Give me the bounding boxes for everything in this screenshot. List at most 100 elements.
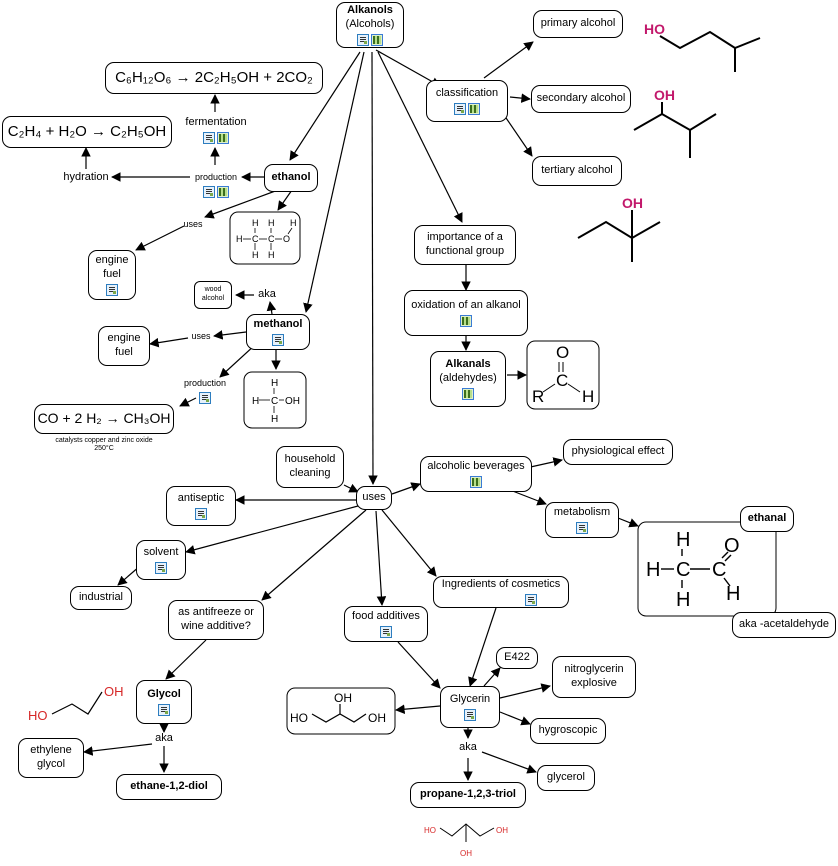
node-primary-alcohol[interactable]: primary alcohol: [533, 10, 623, 38]
node-solvent[interactable]: solvent: [136, 540, 186, 580]
node-fermentation[interactable]: fermentation: [180, 114, 252, 146]
node-methanol[interactable]: methanol: [246, 314, 310, 350]
node-household-cleaning[interactable]: household cleaning: [276, 446, 344, 488]
glycerol-structure: [439, 823, 495, 842]
node-secondary-alcohol[interactable]: secondary alcohol: [531, 85, 631, 113]
video-icon[interactable]: [217, 131, 229, 144]
node-ethanediol[interactable]: ethane-1,2-diol: [116, 774, 222, 800]
document-icon[interactable]: [380, 625, 392, 638]
document-icon[interactable]: [155, 561, 167, 574]
document-icon[interactable]: [454, 102, 466, 115]
node-alkanols[interactable]: Alkanols (Alcohols): [336, 2, 404, 48]
tertiary-oh-label: OH: [622, 195, 643, 211]
node-tertiary-alcohol[interactable]: tertiary alcohol: [532, 156, 622, 186]
document-icon[interactable]: [199, 391, 211, 404]
methanol-structure: H H C OH H: [252, 378, 300, 425]
document-icon[interactable]: [106, 283, 118, 296]
node-metabolism[interactable]: metabolism: [545, 502, 619, 538]
node-nitroglycerin[interactable]: nitroglycerin explosive: [552, 656, 636, 698]
node-acetaldehyde[interactable]: aka -acetaldehyde: [732, 612, 836, 638]
node-glycol[interactable]: Glycol: [136, 680, 192, 724]
node-aka-glycol: aka: [155, 732, 173, 745]
node-uses-ethanol[interactable]: uses: [183, 219, 203, 230]
node-uses-main[interactable]: uses: [356, 486, 392, 510]
edge-glycerin-e422: [483, 667, 501, 687]
node-glycerin[interactable]: Glycerin: [440, 686, 500, 728]
node-hydration[interactable]: hydration: [63, 171, 109, 184]
node-cosmetics[interactable]: Ingredients of cosmetics: [433, 576, 569, 608]
alkanols-sublabel: (Alcohols): [345, 18, 395, 30]
svg-text:HO: HO: [424, 826, 436, 835]
document-icon[interactable]: [525, 593, 537, 606]
node-engine-fuel-ethanol[interactable]: engine fuel: [88, 250, 136, 300]
node-e422[interactable]: E422: [496, 647, 538, 669]
svg-text:H: H: [236, 234, 243, 244]
edge-alkanols-classification: [375, 49, 441, 87]
node-classification[interactable]: classification: [426, 80, 508, 122]
svg-text:H: H: [726, 583, 740, 605]
video-icon[interactable]: [460, 314, 472, 327]
document-icon[interactable]: [464, 708, 476, 721]
node-aka-methanol: aka: [258, 288, 276, 301]
edge-aka-ethylene: [83, 743, 153, 756]
document-icon[interactable]: [576, 521, 588, 534]
node-uses-methanol[interactable]: uses: [191, 331, 211, 342]
video-icon[interactable]: [217, 185, 229, 198]
document-icon[interactable]: [158, 703, 170, 716]
node-physiological-effect[interactable]: physiological effect: [563, 439, 673, 465]
edge-aka-glycerol: [481, 751, 537, 774]
edge-ethanol-uses: [204, 189, 279, 219]
node-engine-fuel-methanol[interactable]: engine fuel: [98, 326, 150, 366]
node-propanetriol[interactable]: propane-1,2,3-triol: [410, 782, 526, 808]
node-alcoholic-beverages[interactable]: alcoholic beverages: [420, 456, 532, 492]
node-antiseptic[interactable]: antiseptic: [166, 486, 236, 526]
edge-food-glycerin: [397, 641, 441, 689]
node-antifreeze[interactable]: as antifreeze or wine additive?: [168, 600, 264, 640]
edge-glycerin-hygro: [499, 711, 531, 726]
node-ethanal[interactable]: ethanal: [740, 506, 794, 532]
svg-text:O: O: [283, 234, 290, 244]
document-icon[interactable]: [203, 131, 215, 144]
edge-methanol-uses: [213, 330, 247, 340]
video-icon[interactable]: [468, 102, 480, 115]
node-production-ethanol[interactable]: production: [190, 168, 242, 202]
edge-alkanols-methanol: [303, 51, 365, 313]
video-icon[interactable]: [462, 387, 474, 400]
node-importance[interactable]: importance of a functional group: [414, 225, 516, 265]
svg-text:C: C: [676, 559, 690, 581]
node-oxidation[interactable]: oxidation of an alkanol: [404, 290, 528, 336]
svg-text:H: H: [582, 387, 594, 406]
document-icon[interactable]: [195, 507, 207, 520]
edge-methanol-production: [219, 343, 257, 378]
video-icon[interactable]: [470, 475, 482, 488]
methanol-structure-box: [243, 371, 307, 429]
ethylene-glycol-structure: [51, 691, 103, 715]
video-icon[interactable]: [371, 33, 383, 46]
svg-text:H: H: [290, 218, 297, 228]
document-icon[interactable]: [272, 333, 284, 346]
svg-text:H: H: [676, 529, 690, 551]
node-production-methanol[interactable]: production: [180, 376, 230, 406]
svg-text:OH: OH: [460, 849, 472, 858]
node-industrial[interactable]: industrial: [70, 586, 132, 610]
node-food-additives[interactable]: food additives: [344, 606, 428, 642]
document-icon[interactable]: [203, 185, 215, 198]
ethanol-structure: H C C O H H H H H: [236, 218, 297, 260]
node-alkanals[interactable]: Alkanals (aldehydes): [430, 351, 506, 407]
node-ethanol[interactable]: ethanol: [264, 164, 318, 192]
edge-uses-cosmetics: [381, 509, 437, 577]
edge-ethanol-structure: [277, 189, 293, 211]
node-hygroscopic[interactable]: hygroscopic: [530, 718, 606, 744]
node-glycerol[interactable]: glycerol: [537, 765, 595, 791]
document-icon[interactable]: [357, 33, 369, 46]
edge-antifreeze-glycol: [165, 639, 207, 680]
node-aka-glycerin: aka: [459, 741, 477, 754]
svg-text:HO: HO: [28, 708, 48, 723]
edge-class-secondary: [509, 93, 531, 103]
node-ethylene-glycol[interactable]: ethylene glycol: [18, 738, 84, 778]
edge-uses-alcoholic: [391, 482, 421, 495]
edge-alkanols-importance: [377, 51, 463, 223]
edge-alkanols-ethanol: [289, 51, 361, 161]
node-wood-alcohol[interactable]: wood alcohol: [194, 281, 232, 309]
svg-text:OH: OH: [496, 826, 508, 835]
